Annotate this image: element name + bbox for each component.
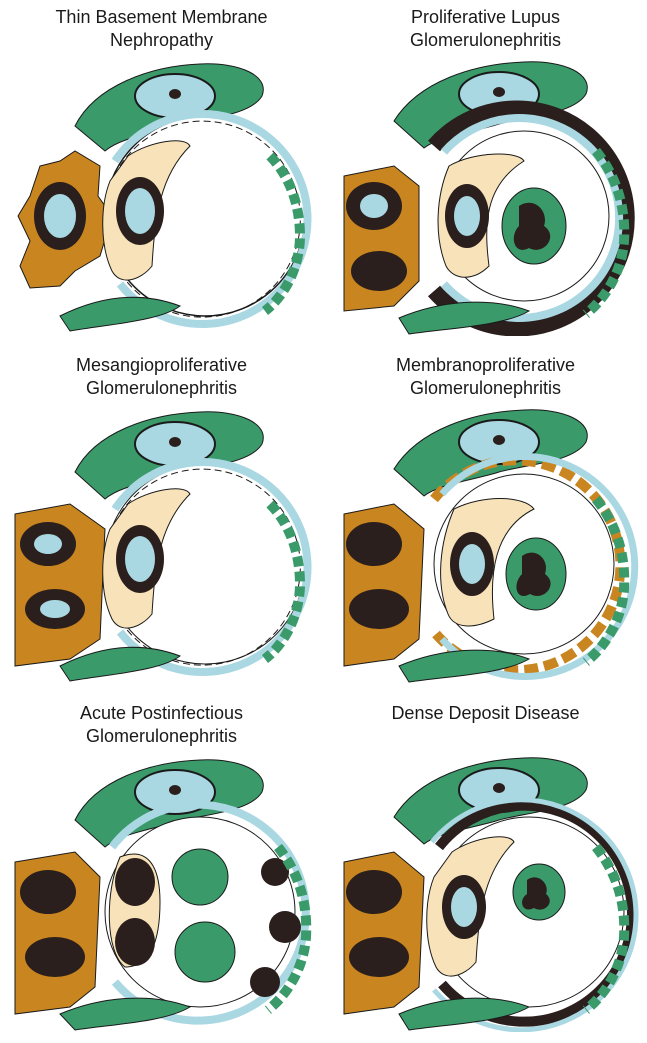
mesangial-nucleus: [351, 251, 407, 291]
endothelial-nucleus-light: [451, 887, 477, 927]
title-line: Dense Deposit Disease: [324, 702, 647, 725]
nucleolus: [169, 89, 181, 99]
panel-title: Acute Postinfectious Glomerulonephritis: [0, 702, 323, 748]
title-line: Proliferative Lupus: [324, 6, 647, 29]
infiltrating-leukocyte: [172, 849, 228, 905]
endothelial-nucleus: [115, 918, 155, 966]
glomerular-capillary-diagram: [324, 404, 647, 684]
title-line: Membranoproliferative: [324, 354, 647, 377]
panel-proliferative-lupus: Proliferative Lupus Glomerulonephritis: [324, 0, 647, 347]
panel-title: Dense Deposit Disease: [324, 702, 647, 725]
title-line: Mesangioproliferative: [0, 354, 323, 377]
endothelial-nucleus-light: [125, 188, 155, 234]
subepithelial-hump: [250, 967, 280, 997]
endothelial-nucleus-light: [459, 544, 485, 584]
mesangial-nucleus: [20, 870, 76, 914]
mesangial-nucleus: [349, 937, 409, 977]
nucleolus: [493, 435, 505, 445]
subepithelial-hump: [269, 911, 301, 943]
glomerular-capillary-diagram: [0, 752, 323, 1032]
nucleolus: [493, 783, 505, 793]
glomerular-capillary-diagram: [324, 752, 647, 1032]
title-line: Acute Postinfectious: [0, 702, 323, 725]
mesangial-nucleus-light: [34, 534, 62, 554]
title-line: Thin Basement Membrane: [0, 6, 323, 29]
panel-mesangioproliferative: Mesangioproliferative Glomerulonephritis: [0, 348, 323, 695]
podocyte-lower: [60, 297, 180, 331]
panel-acute-postinfectious: Acute Postinfectious Glomerulonephritis: [0, 696, 323, 1043]
panel-dense-deposit: Dense Deposit Disease: [324, 696, 647, 1043]
nucleolus: [493, 87, 505, 97]
mesangial-nucleus-light: [40, 600, 70, 618]
nucleolus: [169, 785, 181, 795]
panel-title: Thin Basement Membrane Nephropathy: [0, 6, 323, 52]
title-line: Glomerulonephritis: [0, 725, 323, 748]
mesangial-nucleus: [25, 937, 85, 977]
glomerular-capillary-diagram: [0, 404, 323, 684]
mesangial-nucleus: [346, 870, 402, 914]
nucleolus: [169, 437, 181, 447]
endothelial-nucleus-light: [454, 196, 480, 236]
mesangial-nucleus: [349, 589, 409, 629]
title-line: Nephropathy: [0, 29, 323, 52]
title-line: Glomerulonephritis: [324, 377, 647, 400]
title-line: Glomerulonephritis: [0, 377, 323, 400]
endothelial-nucleus: [115, 858, 155, 906]
panel-title: Membranoproliferative Glomerulonephritis: [324, 354, 647, 400]
glomerular-capillary-diagram: [324, 56, 647, 336]
mesangial-nucleus-light: [360, 194, 388, 218]
glomerular-capillary-diagram: [0, 56, 323, 336]
endothelial-nucleus-light: [125, 536, 155, 582]
podocyte-lower: [60, 998, 190, 1030]
title-line: Glomerulonephritis: [324, 29, 647, 52]
infiltrating-leukocyte: [175, 922, 235, 982]
panel-membranoproliferative: Membranoproliferative Glomerulonephritis: [324, 348, 647, 695]
mesangial-nucleus: [346, 522, 402, 566]
panel-title: Proliferative Lupus Glomerulonephritis: [324, 6, 647, 52]
panel-title: Mesangioproliferative Glomerulonephritis: [0, 354, 323, 400]
mesangial-nucleus-light: [44, 194, 76, 238]
panel-thin-basement-membrane: Thin Basement Membrane Nephropathy: [0, 0, 323, 347]
